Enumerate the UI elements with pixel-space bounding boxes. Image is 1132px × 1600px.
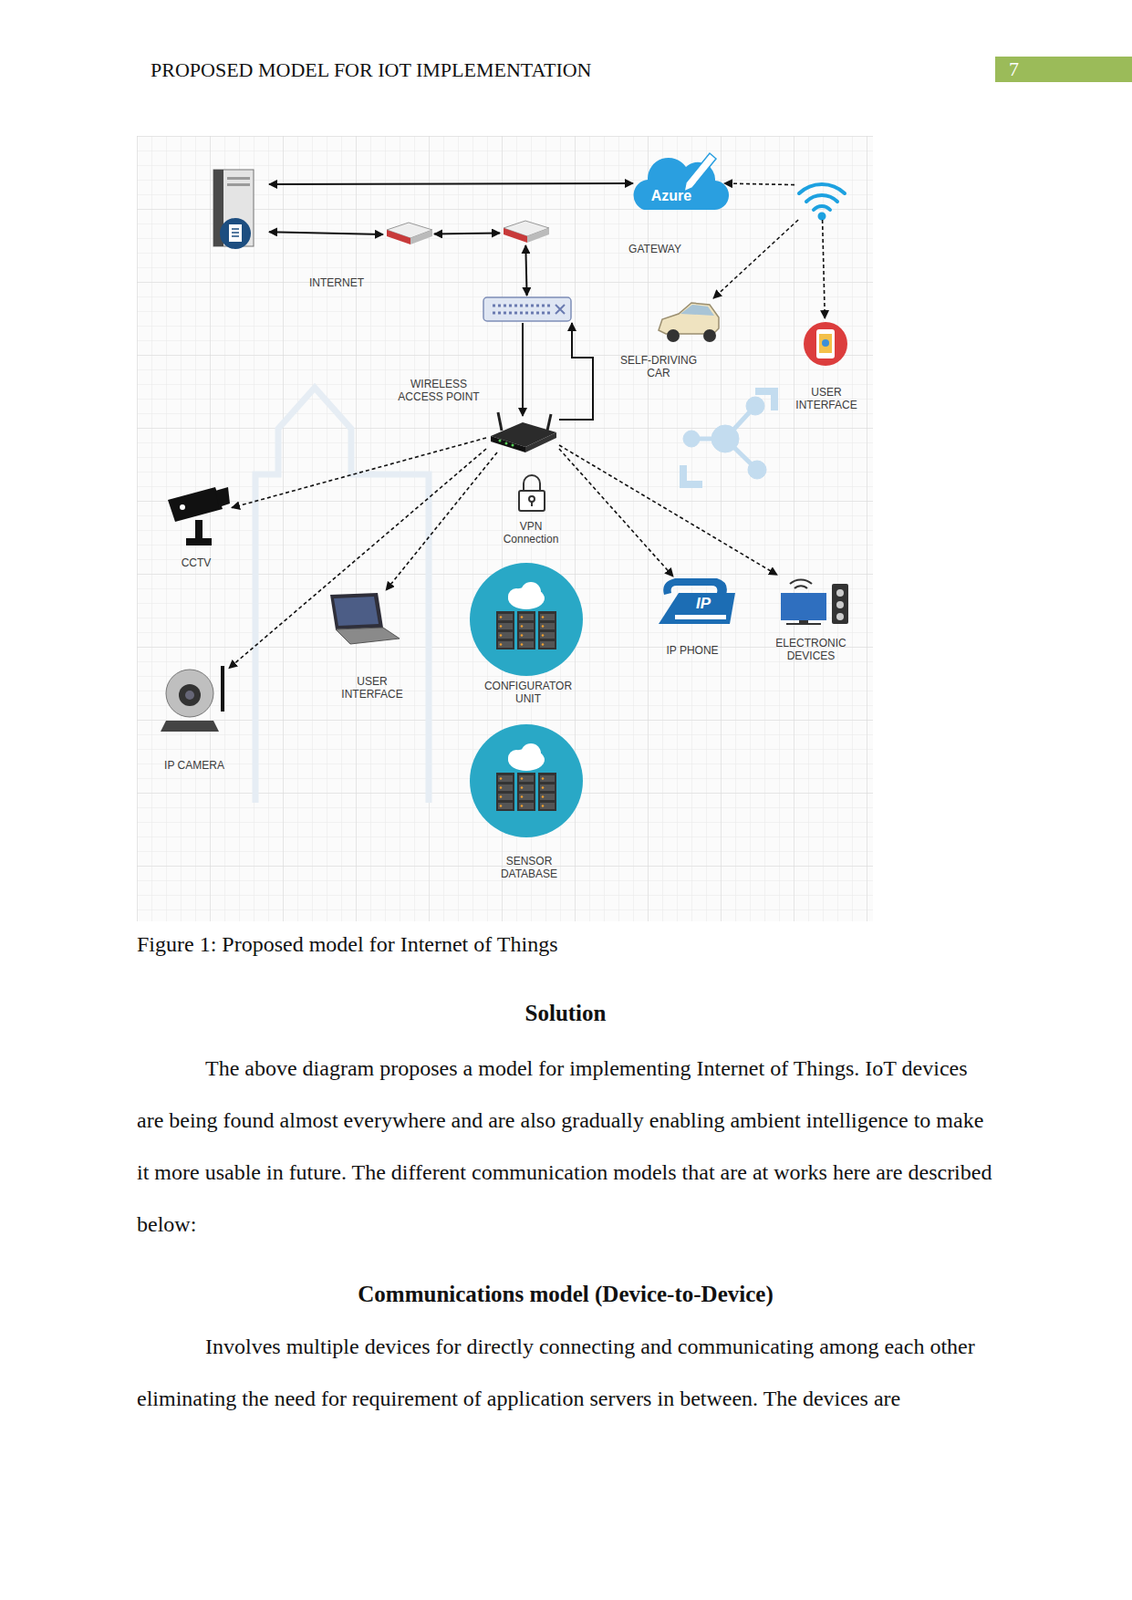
- grid-background: [136, 135, 873, 922]
- wireless-link: [559, 445, 778, 575]
- gateway-cloud: AzureGATEWAY: [633, 151, 725, 216]
- car-icon: [658, 302, 719, 343]
- router-node: [499, 219, 551, 246]
- node-label: IP PHONE: [655, 643, 729, 657]
- node-label: SELF-DRIVING CAR: [612, 353, 705, 380]
- wireless-link: [559, 448, 674, 577]
- device-node: CCTV: [162, 485, 232, 550]
- section-heading: Communications model (Device-to-Device): [136, 1281, 995, 1308]
- node-label: IP CAMERA: [153, 758, 236, 772]
- page-number: 7: [1008, 57, 1046, 82]
- lock-icon: [519, 475, 545, 511]
- ip-camera-icon: [160, 665, 223, 732]
- laptop-icon: [330, 592, 400, 644]
- switch-icon: [483, 297, 572, 322]
- icon-text: IP: [687, 594, 719, 613]
- wireless-link: [231, 437, 487, 509]
- wireless-link: [385, 452, 498, 591]
- database-circle: SENSOR DATABASE: [468, 723, 584, 839]
- ip-phone-icon: [658, 578, 736, 624]
- node-label: INTERNET: [295, 276, 378, 290]
- server-node: [205, 167, 270, 250]
- node-label: VPN Connection: [498, 519, 563, 546]
- configurator-circle: CONFIGURATOR UNIT: [468, 561, 584, 677]
- network-link: [525, 245, 527, 296]
- network-watermark: [679, 387, 779, 489]
- network-link: [521, 322, 524, 416]
- network-link: [559, 322, 593, 420]
- router-icon: [503, 220, 550, 243]
- device-node: USER INTERFACE: [326, 590, 402, 645]
- access-point-node: WIRELESS ACCESS POINT: [486, 415, 560, 453]
- figure-caption: Figure 1: Proposed model for Internet of…: [136, 932, 995, 957]
- network-link: [269, 183, 634, 185]
- server-icon: [213, 169, 254, 250]
- node-label: ELECTRONIC DEVICES: [768, 636, 855, 663]
- body-paragraph: Involves multiple devices for directly c…: [136, 1320, 995, 1425]
- network-link: [269, 231, 384, 235]
- wireless-link: [822, 219, 826, 319]
- circle-shape: [468, 561, 584, 677]
- wireless-link: [228, 448, 487, 669]
- smartphone-icon: [803, 321, 848, 366]
- electronic-devices-icon: [780, 579, 849, 625]
- device-node: IP CAMERA: [159, 656, 229, 739]
- network-link: [434, 232, 500, 234]
- circle-shape: [468, 723, 584, 839]
- cctv-icon: [167, 487, 230, 546]
- section-heading: Solution: [136, 1000, 995, 1027]
- node-label: USER INTERFACE: [789, 385, 863, 412]
- node-label: GATEWAY: [613, 242, 696, 256]
- router-icon: [386, 222, 433, 245]
- running-header: PROPOSED MODEL FOR IOT IMPLEMENTATION: [150, 58, 592, 83]
- building-watermark: [255, 387, 429, 803]
- device-node: IPIP PHONE: [654, 576, 738, 628]
- node-label: SENSOR DATABASE: [492, 854, 566, 881]
- car-node: SELF-DRIVING CAR: [654, 298, 721, 346]
- node-label: WIRELESS ACCESS POINT: [388, 377, 489, 404]
- router-node: INTERNET: [383, 221, 435, 248]
- icon-text: Azure: [639, 187, 704, 205]
- wireless-link: [713, 219, 799, 299]
- device-node: USER INTERFACE: [799, 318, 852, 370]
- azure-cloud: [633, 153, 729, 210]
- node-label: USER INTERFACE: [335, 675, 409, 701]
- vpn-node: VPN Connection: [516, 474, 548, 513]
- switch-node: [481, 295, 573, 323]
- wireless-router-icon: [490, 412, 557, 453]
- node-label: CCTV: [168, 556, 224, 570]
- body-paragraph: The above diagram proposes a model for i…: [136, 1042, 995, 1251]
- wifi-icon: [799, 184, 845, 219]
- node-label: CONFIGURATOR UNIT: [477, 679, 579, 706]
- device-node: ELECTRONIC DEVICES: [777, 569, 851, 624]
- wireless-link: [724, 183, 795, 186]
- wifi-node: [794, 176, 850, 220]
